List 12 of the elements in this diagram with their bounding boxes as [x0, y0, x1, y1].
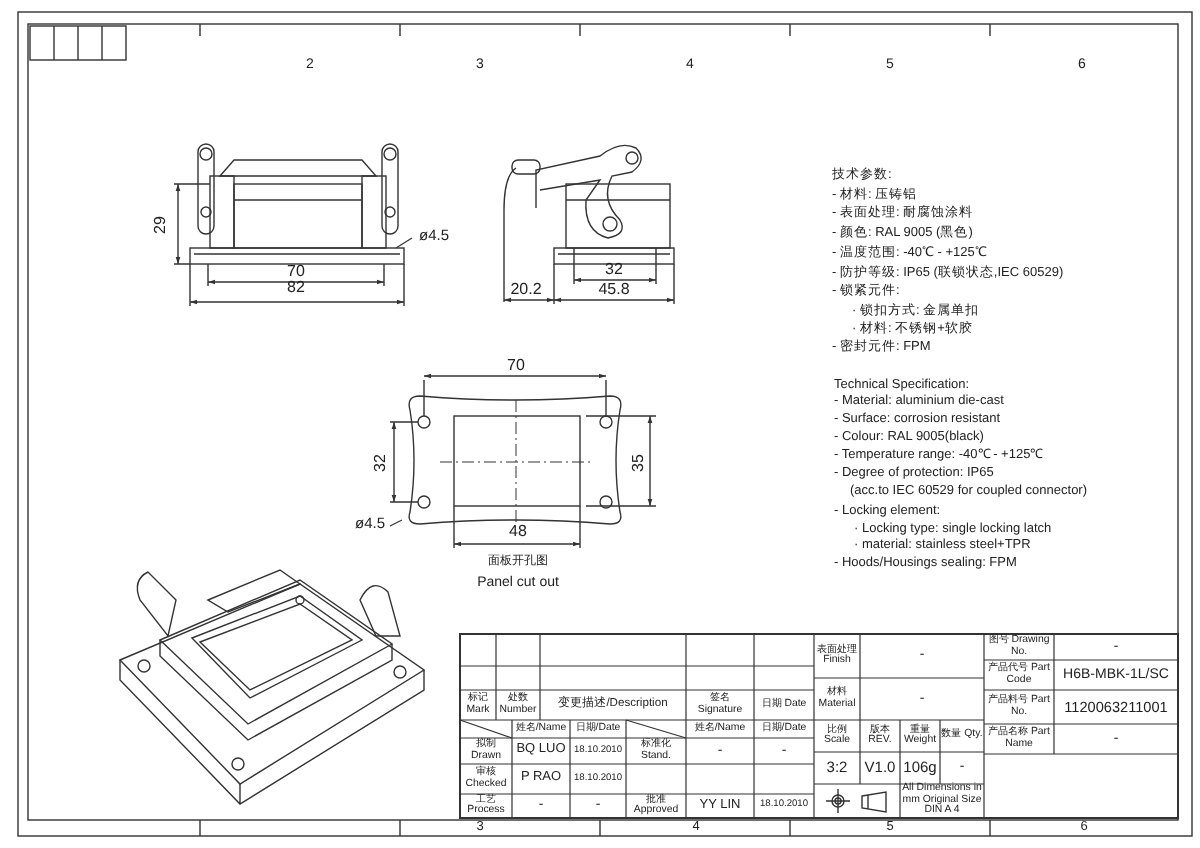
- dimension-value: 70: [505, 357, 527, 375]
- dimension-value: 45.8: [596, 281, 632, 299]
- dimension-value: 70: [285, 264, 307, 280]
- dimension-value: 32: [603, 261, 625, 279]
- dimension-value: 48: [507, 523, 529, 541]
- dimension-value: 29: [153, 213, 171, 238]
- dimension-value: 35: [631, 451, 649, 476]
- dimension-value: 82: [285, 279, 307, 297]
- leader-line: [389, 519, 403, 527]
- dimension-value: 20.2: [508, 281, 544, 299]
- dimension-value: 32: [373, 451, 391, 476]
- leader-line: [395, 237, 413, 249]
